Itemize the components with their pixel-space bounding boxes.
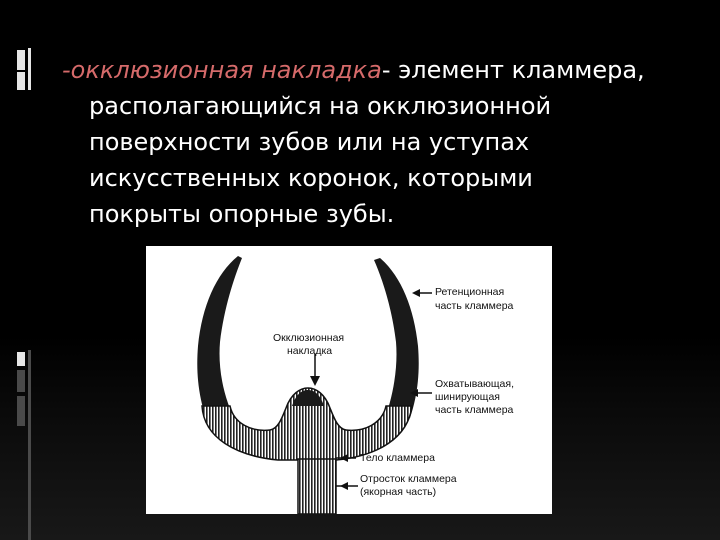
term-occlusal-pad: окклюзионная накладка <box>70 56 382 84</box>
definition-line-1: -окклюзионная накладка- элемент кламмера… <box>62 52 692 88</box>
clasp-diagram: Окклюзионная накладка Ретенционная часть… <box>146 246 552 514</box>
label-process-2: (якорная часть) <box>360 486 437 498</box>
clasp-right-arm <box>374 258 419 426</box>
decor-bar-top-1 <box>17 50 25 70</box>
decor-bar-bottom-3 <box>17 396 25 426</box>
definition-line-1-rest: - элемент кламмера, <box>381 56 645 84</box>
label-occlusal-pad-1: Окклюзионная <box>273 332 345 344</box>
definition-text: -окклюзионная накладка- элемент кламмера… <box>62 52 692 232</box>
label-retention-2: часть кламмера <box>435 300 514 312</box>
clasp-left-arm <box>197 256 242 426</box>
decor-bar-top-2 <box>17 72 25 90</box>
occlusal-pad-tip <box>292 390 324 406</box>
definition-dash: - <box>62 56 71 84</box>
label-occlusal-pad-2: накладка <box>287 345 333 357</box>
label-clasping-2: шинирующая <box>435 391 500 403</box>
decor-bar-top-3 <box>28 48 31 90</box>
label-clasping-3: часть кламмера <box>435 404 514 416</box>
label-process-1: Отросток кламмера <box>360 473 457 485</box>
definition-line-5: покрыты опорные зубы. <box>89 200 395 228</box>
label-body: Тело кламмера <box>360 452 435 464</box>
definition-line-4: искусственных коронок, которыми <box>89 164 533 192</box>
label-retention-1: Ретенционная <box>435 286 505 298</box>
label-clasping-1: Охватывающая, <box>435 378 514 390</box>
clasp-drawing <box>197 256 432 514</box>
definition-line-3: поверхности зубов или на уступах <box>89 128 530 156</box>
decor-bar-bottom-2 <box>17 370 25 392</box>
decor-bar-bottom-1 <box>17 352 25 366</box>
clasp-process <box>297 458 337 514</box>
decor-bar-bottom-4 <box>28 350 31 540</box>
definition-line-2: располагающийся на окклюзионной <box>89 92 552 120</box>
